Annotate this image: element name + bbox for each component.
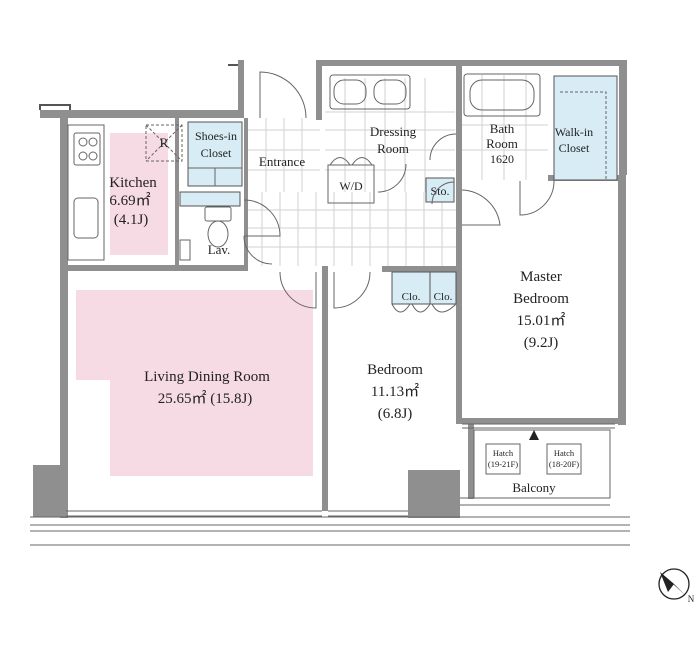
- dressing-room-label-line1: Dressing: [370, 124, 417, 139]
- kitchen-floor-highlight: [110, 133, 168, 255]
- north-arrow-icon: N: [658, 568, 695, 604]
- bath-room-label-line2: Room: [486, 136, 518, 151]
- master-bedroom-label-line1: Master: [520, 269, 562, 285]
- double-sink-icon: [329, 74, 411, 110]
- toilet-icon: [204, 206, 232, 248]
- dressing-room-label-line2: Room: [377, 141, 409, 156]
- exterior-walls: [33, 60, 627, 518]
- hatch-right-label-line1: Hatch: [554, 448, 575, 458]
- bath-room-label-line1: Bath: [490, 121, 515, 136]
- living-floor-highlight-lower: [110, 380, 313, 476]
- kitchen-area-label: 6.69㎡: [109, 192, 150, 209]
- bath-room-size-label: 1620: [490, 152, 514, 166]
- refrigerator-space: [145, 124, 183, 162]
- lav-sink: [179, 239, 191, 261]
- balcony-railing: [30, 497, 630, 546]
- hatch-left-label-line2: (19-21F): [488, 459, 518, 469]
- lavatory-label: Lav.: [208, 242, 231, 257]
- north-label: N: [688, 594, 695, 604]
- walk-in-closet-label-line2: Closet: [559, 141, 590, 155]
- door-swings: [243, 71, 555, 309]
- shoes-closet-label-line1: Shoes-in: [195, 129, 237, 143]
- kitchen-label: Kitchen: [109, 175, 157, 191]
- hatch-left-icon: [485, 443, 521, 475]
- hatch-right-icon: [546, 443, 582, 475]
- closet-left-fill: [391, 271, 431, 305]
- hatch-right-label-line2: (18-20F): [549, 459, 579, 469]
- storage-label: Sto.: [430, 184, 449, 198]
- fridge-label: R: [160, 135, 169, 150]
- entrance-label: Entrance: [259, 154, 305, 169]
- closet-right-fill: [429, 271, 457, 305]
- living-dining-area-label: 25.65㎡ (15.8J): [158, 390, 253, 407]
- walk-in-closet-label-line1: Walk-in: [555, 125, 593, 139]
- bedroom-area-label: 11.13㎡: [371, 383, 419, 400]
- lavatory-shelf: [179, 191, 241, 207]
- master-bedroom-jo-label: (9.2J): [524, 335, 559, 351]
- balcony-area: [473, 429, 611, 499]
- washer-dryer-space: [327, 164, 375, 204]
- exit-triangle-icon: [529, 430, 539, 440]
- living-dining-label: Living Dining Room: [144, 369, 270, 385]
- bedroom-label: Bedroom: [367, 362, 423, 378]
- closet-left-label: Clo.: [402, 291, 421, 303]
- bathtub-icon: [463, 73, 541, 117]
- hatch-left-label-line1: Hatch: [493, 448, 514, 458]
- kitchen-counter: [67, 124, 105, 261]
- shoes-closet-label-line2: Closet: [201, 146, 232, 160]
- balcony-label: Balcony: [512, 480, 556, 495]
- living-floor-highlight-upper: [76, 290, 313, 380]
- windows: [66, 423, 615, 517]
- master-bedroom-area-label: 15.01㎡: [517, 312, 566, 329]
- kitchen-jo-label: (4.1J): [114, 212, 149, 228]
- closet-right-label: Clo.: [434, 291, 453, 303]
- washer-dryer-label: W/D: [339, 179, 363, 193]
- bedroom-jo-label: (6.8J): [378, 406, 413, 422]
- master-bedroom-label-line2: Bedroom: [513, 291, 569, 307]
